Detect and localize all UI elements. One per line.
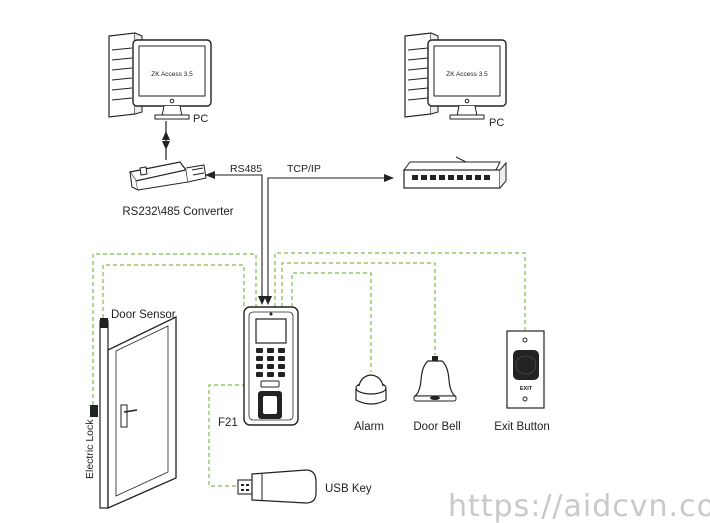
rs485-label: RS485 (230, 163, 262, 175)
exit-button-device: EXIT Exit Button (494, 330, 550, 433)
door-bell-label: Door Bell (413, 421, 460, 433)
converter-label: RS232\485 Converter (122, 206, 233, 218)
rs485-arrow (205, 171, 215, 179)
wire-exit-button (274, 252, 526, 330)
tcpip-arrow-down (264, 296, 272, 305)
watermark-text: https://aidcvn.com (448, 489, 710, 523)
communication-lines (210, 174, 386, 298)
pc-right: ZK Access 3.5 PC (404, 32, 507, 129)
exit-button-label: Exit Button (494, 421, 550, 433)
wire-electric-lock (92, 253, 257, 405)
door-sensor-label: Door Sensor (111, 309, 176, 321)
door: Door Sensor Electric Lock (84, 309, 177, 509)
door-sensor-device (100, 318, 108, 328)
alarm-device: Alarm (354, 374, 387, 433)
wire-usb (208, 384, 246, 487)
usb-key-label: USB Key (325, 483, 372, 495)
rs232-485-converter: RS232\485 Converter (122, 121, 234, 218)
dashed-wiring (92, 252, 526, 487)
pc-left-label: PC (193, 113, 208, 125)
pc-right-label: PC (489, 117, 504, 129)
f21-label: F21 (218, 417, 238, 429)
pc-right-screen-text: ZK Access 3.5 (446, 71, 488, 78)
electric-lock-label: Electric Lock (84, 419, 96, 479)
tcpip-arrow (384, 174, 394, 182)
door-bell-device: Door Bell (413, 356, 461, 433)
usb-key-device: USB Key (237, 469, 372, 504)
rs485-line (210, 174, 263, 298)
pc-left: ZK Access 3.5 PC (108, 32, 212, 125)
keypad (256, 348, 285, 377)
wire-door-bell (281, 262, 436, 355)
rs485-arrow-down (258, 296, 266, 305)
tcpip-label: TCP/IP (287, 163, 321, 175)
pc-left-screen-text: ZK Access 3.5 (151, 71, 193, 78)
alarm-label: Alarm (354, 421, 384, 433)
tcpip-line (267, 177, 386, 298)
network-switch (403, 156, 507, 189)
electric-lock-device (90, 405, 98, 417)
exit-badge: EXIT (520, 386, 533, 392)
f21-terminal: F21 (218, 306, 299, 429)
wire-alarm (291, 272, 372, 372)
